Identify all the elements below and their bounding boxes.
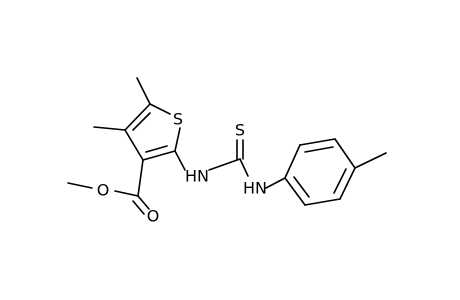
bond-ccarbonyl-ocarbonyl-b (132, 200, 145, 215)
bond-nh-aryl (265, 177, 286, 189)
bond-ar5-ar6 (304, 198, 341, 206)
atom-labels: S HN S HN O O (97, 110, 267, 226)
bond-c5-s1 (149, 103, 171, 115)
bond-ar2-ar3 (299, 138, 336, 146)
atom-s-ring: S (173, 110, 183, 129)
bond-c2-c3 (142, 150, 176, 161)
atom-nh-right: HN (243, 179, 267, 198)
bond-ar4-ar5-inner (333, 168, 347, 194)
bond-cthio-nh (239, 158, 249, 177)
bond-nh-cthio (208, 158, 241, 171)
bond-ccarbonyl-oether (114, 190, 139, 197)
bond-c2-c3-inner (145, 145, 168, 153)
atom-o-carbonyl: O (147, 207, 160, 226)
bond-s1-c2 (174, 127, 181, 152)
bond-ar1-ar2 (284, 144, 301, 179)
atom-o-ether: O (97, 181, 110, 200)
bond-c4-c5 (124, 103, 151, 131)
atom-nh-left: HN (185, 167, 209, 186)
bond-oether-methyl (67, 182, 93, 189)
bond-c5-methyl (136, 77, 151, 105)
bond-ar3-ar4 (334, 138, 356, 169)
bond-ar4-ar5 (339, 167, 356, 200)
bond-ar6-ar1-inner (293, 176, 310, 198)
bond-ar4-methyl (354, 152, 387, 169)
atom-s-thiocarbonyl: S (235, 121, 245, 140)
bond-c4-methyl (93, 126, 126, 131)
bond-ccarbonyl-ocarbonyl-a (137, 195, 150, 210)
bond-c4-c5-inner (132, 112, 151, 131)
bond-c3-c4 (124, 129, 144, 161)
bond-ar2-ar3-inner (304, 146, 334, 153)
bonds (67, 77, 387, 215)
bond-ar6-ar1 (284, 177, 306, 206)
bond-c2-nh (174, 150, 186, 171)
bond-c3-ccarbonyl (137, 159, 144, 197)
